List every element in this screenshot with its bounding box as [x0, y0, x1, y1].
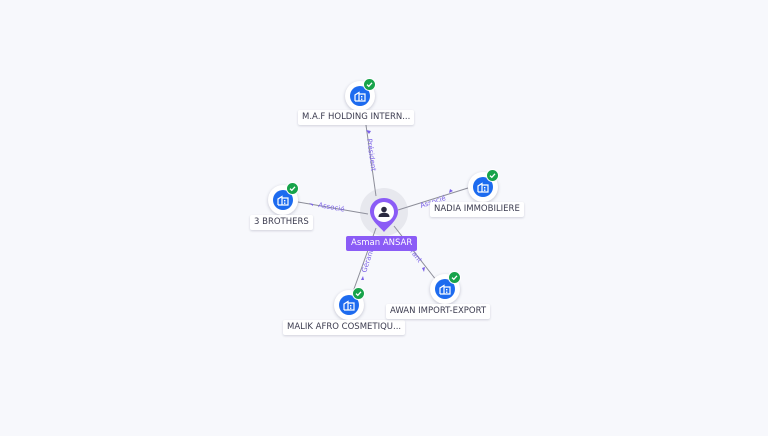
- center-person-node[interactable]: [368, 196, 400, 236]
- building-icon: [273, 190, 293, 210]
- company-label-malik-afro[interactable]: MALIK AFRO COSMETIQU...: [283, 320, 406, 335]
- company-node-maf-holding[interactable]: [345, 78, 376, 111]
- building-icon: [473, 177, 493, 197]
- edge-awan-import: [393, 225, 441, 286]
- edge-maf-holding: [363, 110, 377, 197]
- edge-arrow-icon: [361, 276, 364, 280]
- building-icon: [339, 295, 359, 315]
- building-icon: [350, 86, 370, 106]
- center-name-label[interactable]: Asman ANSAR: [346, 236, 418, 251]
- company-label-maf-holding[interactable]: M.A.F HOLDING INTERN...: [298, 110, 415, 125]
- edge-arrow-icon: [366, 130, 371, 134]
- person-pin-icon: [370, 198, 398, 232]
- building-icon: [435, 279, 455, 299]
- company-node-3-brothers[interactable]: [268, 182, 299, 215]
- company-label-3-brothers[interactable]: 3 BROTHERS: [250, 215, 313, 230]
- edge-label-3-brothers: Associé: [318, 201, 345, 213]
- company-label-nadia-immobiliere[interactable]: NADIA IMMOBILIERE: [430, 202, 524, 217]
- verified-check-icon: [286, 182, 299, 195]
- edge-arrow-icon: [449, 189, 453, 193]
- company-node-malik-afro[interactable]: [334, 287, 365, 320]
- verified-check-icon: [448, 271, 461, 284]
- verified-check-icon: [486, 169, 499, 182]
- edge-nadia-immobiliere: [397, 187, 469, 211]
- edge-3-brothers: [297, 201, 369, 215]
- edge-label-maf-holding: Président: [365, 138, 378, 172]
- edge-label-malik-afro: Gérant: [360, 248, 375, 274]
- company-node-nadia-immobiliere[interactable]: [468, 169, 499, 202]
- edge-arrow-icon: [309, 203, 313, 206]
- verified-check-icon: [363, 78, 376, 91]
- company-node-awan-import[interactable]: [430, 271, 461, 304]
- edge-arrow-icon: [422, 267, 425, 272]
- verified-check-icon: [352, 287, 365, 300]
- company-label-awan-import[interactable]: AWAN IMPORT-EXPORT: [386, 304, 491, 319]
